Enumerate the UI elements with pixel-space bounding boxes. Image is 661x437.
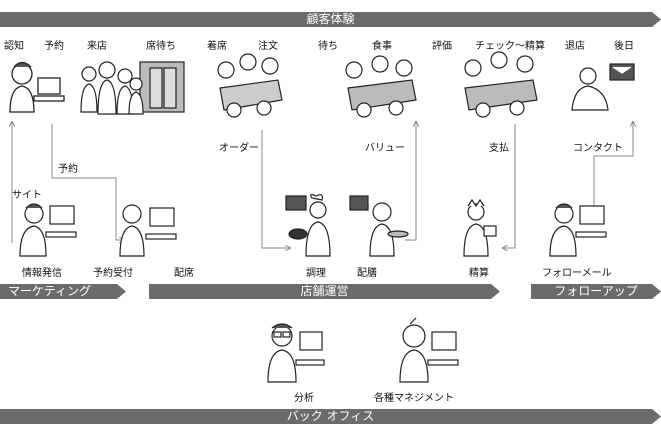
step-chakuseki: 着席 (207, 41, 227, 52)
illustration-follow-mail (549, 203, 607, 257)
flow-value: バリュー (365, 143, 405, 154)
step-hyoka: 評価 (432, 41, 452, 52)
illustration-person-laptop-awareness (9, 61, 65, 113)
band-store-operation: 店舗運営 (149, 284, 500, 299)
step-raiten: 来店 (87, 41, 107, 52)
illustration-cashier (463, 198, 497, 257)
role-management: 各種マネジメント (374, 393, 454, 404)
step-check: チェック～精算 (475, 41, 545, 52)
role-haiseki: 配席 (174, 268, 194, 279)
flow-yoyaku: 予約 (58, 164, 78, 175)
illustration-management (399, 318, 459, 383)
illustration-info-sender (19, 203, 77, 257)
connector-yoyaku (51, 124, 124, 240)
role-yoyaku-uketsuke: 予約受付 (93, 268, 133, 279)
connector-shiharai (503, 124, 516, 248)
illustration-server (349, 195, 409, 257)
band-back-office: バック オフィス (0, 409, 661, 424)
role-chori: 調理 (306, 268, 326, 279)
flow-site: サイト (12, 190, 42, 201)
role-bunseki: 分析 (294, 393, 314, 404)
illustration-analysis (267, 323, 325, 383)
illustration-reservation-desk (119, 204, 177, 257)
flow-shiharai: 支払 (489, 143, 509, 154)
step-sekimachi: 席待ち (146, 41, 176, 52)
step-yoyaku: 予約 (44, 41, 64, 52)
role-follow-mail: フォローメール (542, 268, 612, 279)
illustration-waiting-at-door (128, 61, 185, 115)
flow-order: オーダー (219, 143, 259, 154)
role-joho: 情報発信 (22, 268, 62, 279)
flow-contact: コンタクト (573, 143, 623, 154)
illustration-table-ordering (217, 53, 283, 118)
band-marketing: マーケティング (0, 284, 126, 299)
role-seisan: 精算 (469, 268, 489, 279)
illustration-person-receiving-mail (571, 63, 635, 111)
step-shokuji: 食事 (372, 41, 392, 52)
step-ninchi: 認知 (4, 41, 24, 52)
band-customer-experience: 顧客体験 (0, 12, 661, 27)
illustration-table-checkout (464, 51, 538, 118)
connector-order (261, 130, 290, 248)
connector-value (405, 122, 416, 241)
illustration-cook (285, 194, 331, 257)
step-gojitsu: 後日 (614, 41, 634, 52)
step-taiten: 退店 (565, 41, 585, 52)
band-follow-up: フォローアップ (531, 284, 661, 299)
connector-contact (593, 122, 633, 212)
step-machi: 待ち (318, 41, 338, 52)
illustration-table-meal (345, 55, 417, 118)
step-chumon: 注文 (258, 41, 278, 52)
role-haizen: 配膳 (357, 268, 377, 279)
